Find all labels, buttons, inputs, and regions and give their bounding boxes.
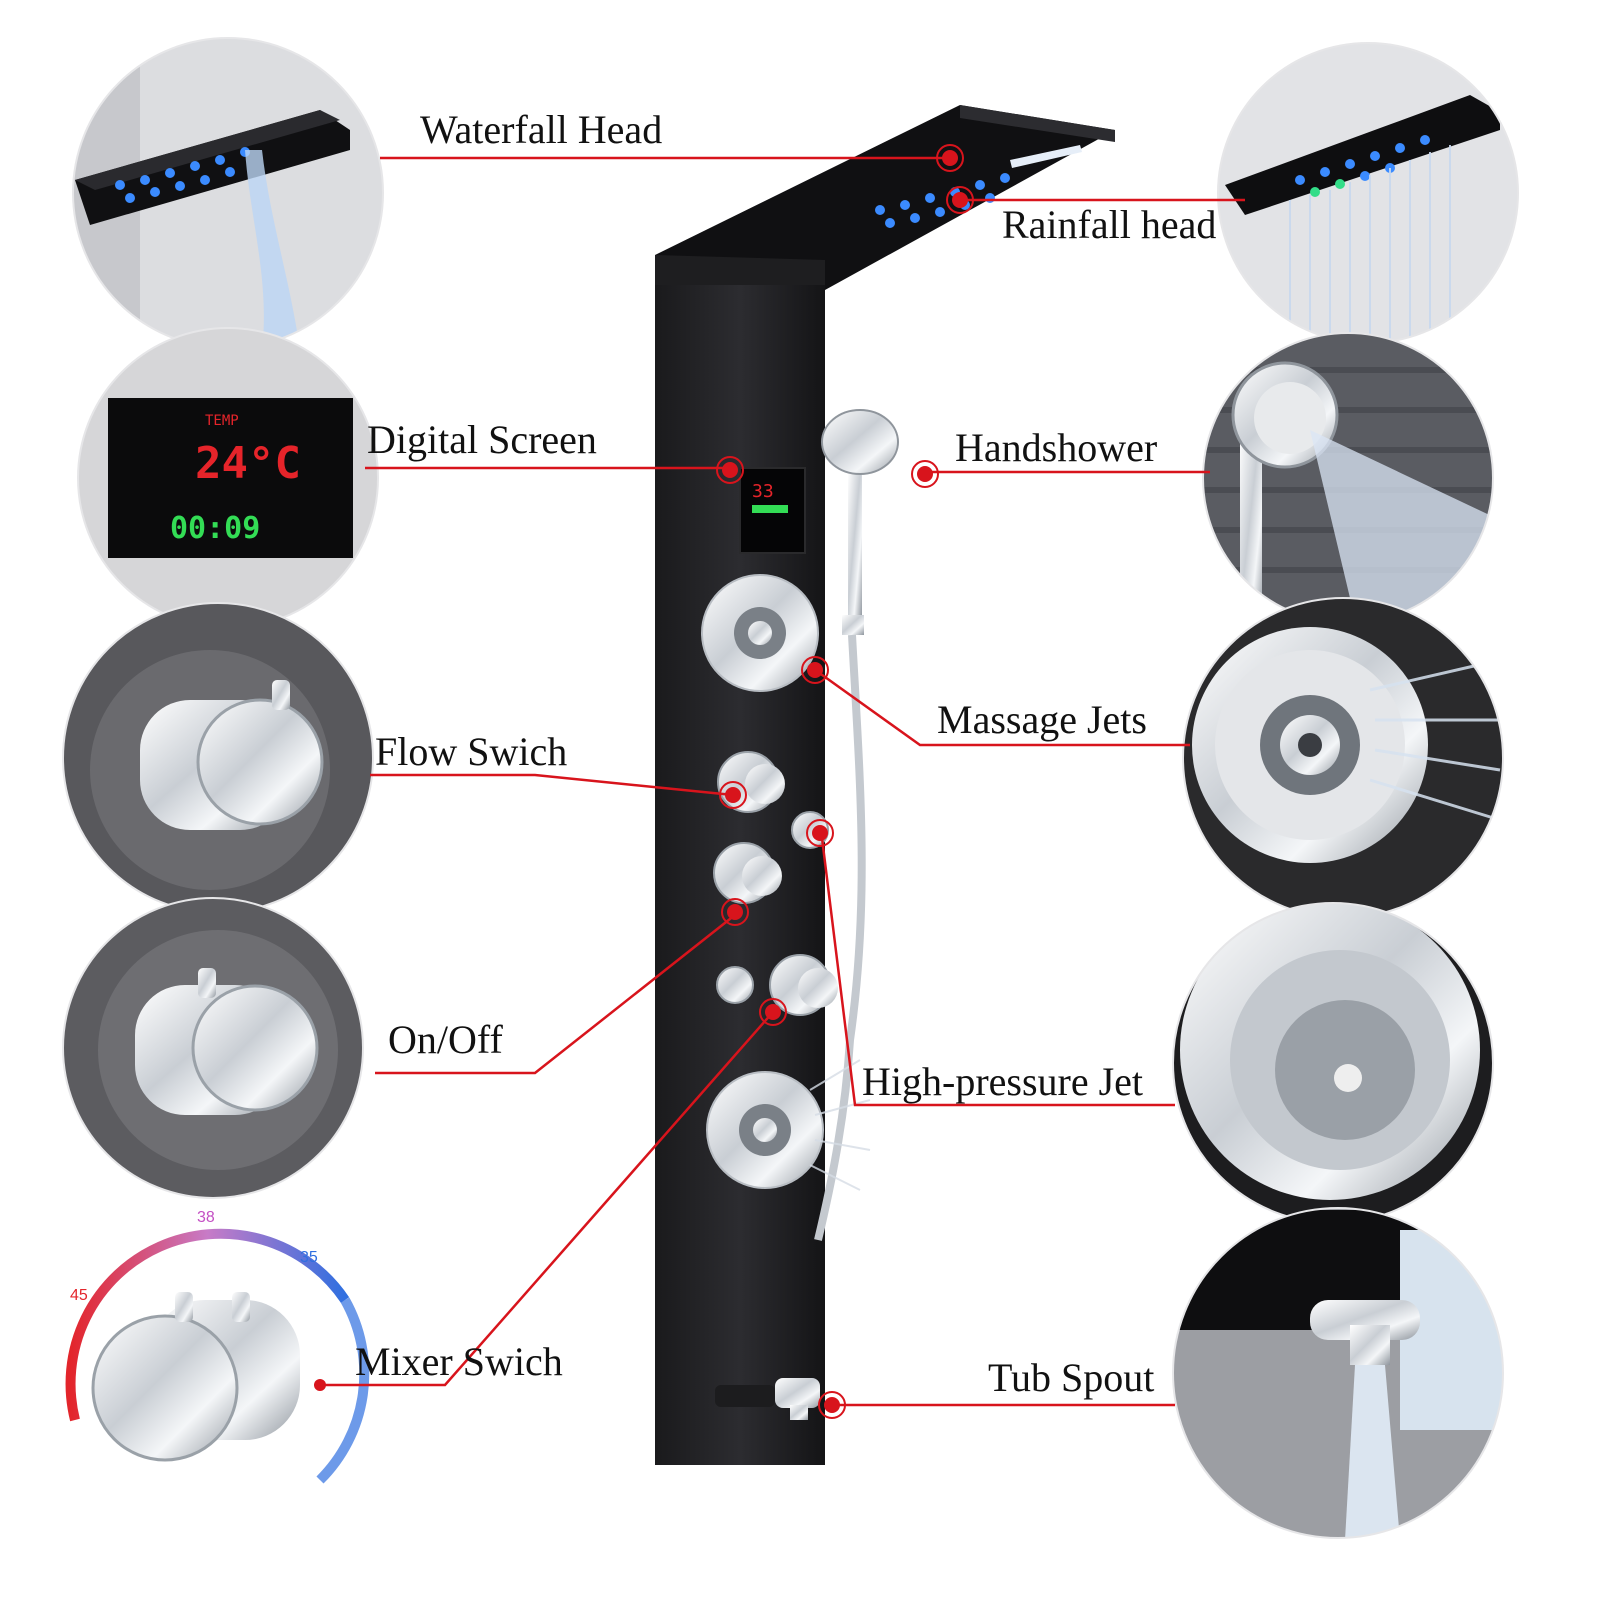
panel-screen-temp: 33: [752, 481, 774, 502]
marker-screen-icon: [716, 456, 744, 484]
blue-led-icon: [115, 147, 250, 203]
marker-mixer-thumb-icon: [314, 1379, 326, 1391]
callout-lines: [320, 156, 1245, 1407]
rain-streams-icon: [1289, 145, 1451, 343]
thumbnail-handshower: [1203, 333, 1493, 623]
screen-temp-label: TEMP: [205, 413, 239, 429]
label-high-pressure-jet: High-pressure Jet: [862, 1059, 1144, 1104]
scale-high: 45: [70, 1287, 88, 1304]
label-rainfall-head: Rainfall head: [1002, 202, 1217, 247]
thumbnail-waterfall-head: [73, 38, 383, 348]
screen-timer: 00:09: [170, 511, 260, 546]
thumbnail-tub-spout: [1173, 1208, 1503, 1538]
scale-low: 35: [300, 1249, 318, 1266]
label-waterfall-head: Waterfall Head: [420, 107, 663, 152]
blue-led-icon: [1295, 135, 1430, 197]
shower-panel: 33: [655, 105, 1115, 1465]
screen-temperature: 24°C: [195, 438, 301, 489]
label-flow-switch: Flow Swich: [375, 729, 568, 774]
label-digital-screen: Digital Screen: [367, 417, 597, 462]
marker-handshower-icon: [911, 460, 939, 488]
marker-onoff-icon: [721, 898, 749, 926]
label-handshower: Handshower: [955, 425, 1158, 470]
water-stream-icon: [1345, 1365, 1400, 1538]
thumbnail-high-pressure-jet: [1173, 903, 1493, 1223]
label-massage-jets: Massage Jets: [937, 697, 1147, 742]
marker-spout-icon: [818, 1391, 846, 1419]
label-mixer-switch: Mixer Swich: [355, 1339, 563, 1384]
small-jet-lower: [716, 966, 754, 1004]
water-stream-icon: [245, 150, 300, 348]
callout-markers: [314, 144, 974, 1419]
scale-mid: 38: [197, 1209, 215, 1226]
panel-tub-spout: [715, 1385, 775, 1407]
marker-flow-icon: [719, 781, 747, 809]
thumbnail-digital-screen: TEMP 24°C 00:09: [78, 328, 378, 628]
marker-mixer-icon: [759, 998, 787, 1026]
thumbnail-on-off: [63, 898, 363, 1198]
label-tub-spout: Tub Spout: [988, 1355, 1155, 1400]
thumbnail-mixer-switch: 45 38 35: [63, 1209, 370, 1518]
marker-jet-icon: [806, 819, 834, 847]
marker-massage-icon: [801, 656, 829, 684]
thumbnail-flow-switch: [63, 603, 373, 913]
thumbnail-massage-jets: [1183, 598, 1503, 918]
marker-rainfall-icon: [946, 186, 974, 214]
label-on-off: On/Off: [388, 1017, 503, 1062]
thumbnail-rainfall-head: [1218, 43, 1518, 343]
marker-waterfall-icon: [936, 144, 964, 172]
handshower-head: [821, 409, 899, 475]
handshower-handle: [848, 470, 862, 620]
